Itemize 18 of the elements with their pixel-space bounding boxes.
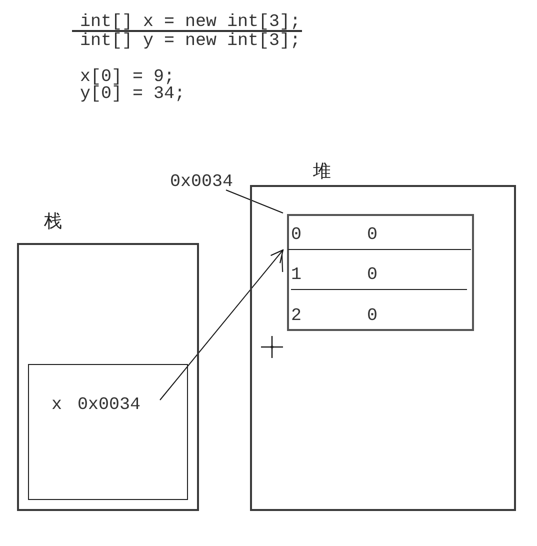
code-line: int[] x = new int[3]; [80, 14, 301, 30]
code-line: x[0] = 9; [80, 68, 175, 84]
variable-entry: x 0x0034 [52, 397, 141, 413]
arrow [160, 249, 284, 400]
array-table [287, 214, 474, 331]
address-label: 0x0034 [170, 174, 234, 190]
code-line: y[0] = 34; [80, 86, 186, 102]
region-heading: 栈 [44, 211, 62, 231]
code-line: int[] y = new int[3]; [80, 33, 301, 49]
slot-index: 1 [291, 267, 302, 283]
slot-value: 0 [367, 308, 378, 324]
slot-value: 0 [367, 227, 378, 243]
slot-index: 0 [291, 227, 302, 243]
slot-index: 2 [291, 308, 302, 324]
region-heading: 堆 [313, 161, 331, 181]
variable-frame [28, 364, 188, 500]
slot-value: 0 [367, 267, 378, 283]
leader-line [226, 190, 284, 214]
